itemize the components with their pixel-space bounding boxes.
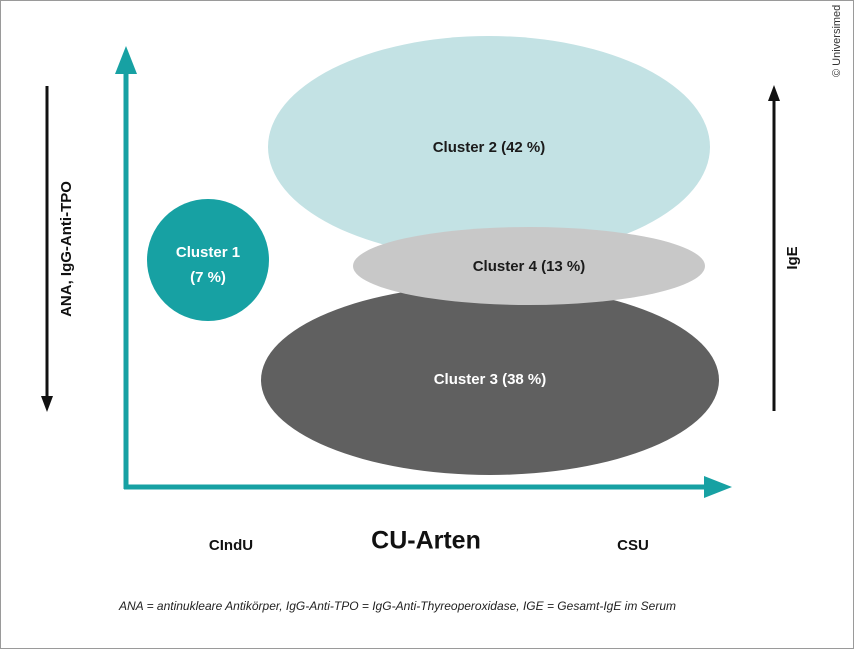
cluster-4-ellipse (353, 227, 705, 305)
cluster-4-label: Cluster 4 (13 %) (473, 258, 586, 275)
cluster-3-label: Cluster 3 (38 %) (434, 371, 547, 388)
x-right-label: CSU (617, 537, 649, 554)
cluster-3-ellipse (261, 285, 719, 475)
left-down-arrowhead (41, 396, 53, 412)
cluster-1-percent: (7 %) (190, 269, 226, 286)
right-axis-label: IgE (784, 246, 801, 269)
y-axis-arrowhead (115, 46, 137, 74)
x-axis-title: CU-Arten (371, 527, 481, 555)
cluster-1-circle (147, 199, 269, 321)
cluster-1-label: Cluster 1 (176, 244, 240, 261)
right-up-arrowhead (768, 85, 780, 101)
cluster-2-ellipse (268, 36, 710, 258)
cluster-2-label: Cluster 2 (42 %) (433, 139, 546, 156)
copyright-notice: © Universimed (831, 4, 843, 77)
x-axis-arrowhead (704, 476, 732, 498)
x-left-label: CIndU (209, 537, 253, 554)
footnote: ANA = antinukleare Antikörper, IgG-Anti-… (119, 599, 676, 613)
left-axis-label: ANA, IgG-Anti-TPO (58, 181, 75, 317)
